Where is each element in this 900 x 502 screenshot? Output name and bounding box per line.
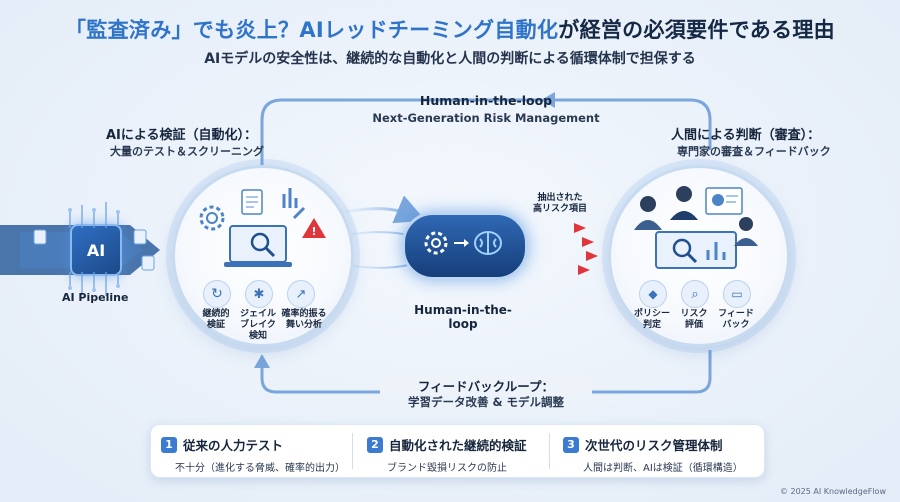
chat-icon: ▭ — [723, 280, 751, 308]
right-panel-title: 人間による判断（審査）： — [671, 128, 821, 143]
summary-number-2: 2 — [367, 436, 383, 453]
magnifier-icon — [672, 238, 692, 258]
ai-verification-illustration: ! — [199, 188, 326, 267]
top-loop-arrowhead — [541, 92, 555, 108]
person-icon — [634, 196, 662, 230]
gear-icon — [424, 231, 448, 255]
center-label: Human-in-the-loop — [414, 303, 512, 331]
brain-icon — [474, 231, 502, 255]
right-label-1: ポリシー判定 — [633, 309, 670, 330]
page-title: 「監査済み」でも炎上？AIレッドチーミング自動化が経営の必須要件である理由 — [0, 14, 900, 44]
summary-desc-3: 人間は判断、AIは検証（循環構造） — [583, 463, 743, 474]
gear-icon — [199, 205, 225, 231]
left-label-3: 確率的振る舞い分析 — [281, 309, 327, 330]
human-judgment-illustration — [634, 186, 758, 269]
pipeline-label: AI Pipeline — [62, 291, 129, 304]
bottom-arc-title: フィードバックループ： — [380, 376, 592, 395]
left-label-2: ジェイルブレイク検知 — [239, 309, 276, 341]
search-icon: ⌕ — [681, 280, 709, 308]
summary-title-3: 次世代のリスク管理体制 — [585, 438, 723, 453]
bar-chart-icon — [282, 188, 298, 208]
bottom-loop-arrowhead — [254, 354, 270, 368]
person-icon — [670, 186, 698, 220]
summary-number-1: 1 — [161, 436, 177, 453]
top-arc-title: Human-in-the-loop — [419, 93, 553, 108]
ai-chip-text: AI — [86, 240, 106, 260]
summary-title-2: 自動化された継続的検証 — [389, 438, 527, 453]
title-highlight-1: 「監査済み」でも炎上？ — [65, 18, 300, 42]
summary-card: 1 従来の人力テスト 不十分（進化する脅威、確率的出力） 2 自動化された継続的… — [150, 424, 765, 478]
bottom-arc-subtitle: 学習データ改善 & モデル調整 — [407, 395, 565, 409]
hitl-capsule — [402, 212, 528, 280]
risk-flow-arrows — [522, 223, 612, 275]
summary-desc-2: ブランド毀損リスクの防止 — [387, 463, 507, 474]
page-subtitle: AIモデルの安全性は、継続的な自動化と人間の判断による循環体制で担保する — [204, 51, 696, 67]
divider — [549, 433, 550, 469]
summary-item-1: 1 従来の人力テスト 不十分（進化する脅威、確率的出力） — [161, 435, 346, 474]
magnifier-icon — [250, 232, 270, 252]
summary-title-1: 従来の人力テスト — [183, 438, 284, 453]
shield-icon: ◆ — [639, 280, 667, 308]
wrench-icon — [292, 206, 306, 220]
left-label-1: 継続的検証 — [202, 309, 230, 330]
ai-chip-icon: AI — [70, 224, 122, 276]
title-rest: が経営の必須要件である理由 — [558, 18, 835, 42]
left-panel-subtitle: 大量のテスト＆スクリーニング — [110, 145, 264, 158]
summary-item-2: 2 自動化された継続的検証 ブランド毀損リスクの防止 — [367, 435, 552, 474]
person-icon — [734, 217, 758, 246]
svg-text:!: ! — [311, 225, 316, 238]
hitl-capsule-icons — [424, 231, 502, 255]
laptop-icon — [229, 225, 287, 263]
warning-icon — [302, 218, 326, 238]
right-label-2: リスク評価 — [680, 309, 708, 330]
divider — [352, 433, 353, 469]
circuit-lines-icon — [33, 202, 155, 296]
copyright: © 2025 AI KnowledgeFlow — [779, 487, 886, 496]
title-highlight-2: AIレッドチーミング自動化 — [299, 18, 559, 42]
summary-item-3: 3 次世代のリスク管理体制 人間は判断、AIは検証（循環構造） — [563, 435, 758, 474]
summary-desc-1: 不十分（進化する脅威、確率的出力） — [175, 463, 345, 474]
right-panel-subtitle: 専門家の審査＆フィードバック — [677, 145, 831, 158]
bar-chart-icon — [706, 242, 726, 260]
summary-number-3: 3 — [563, 436, 579, 453]
bug-icon: ✱ — [245, 280, 273, 308]
left-panel-title: AIによる検証（自動化）： — [106, 128, 258, 143]
right-label-3: フィードバック — [718, 309, 754, 330]
top-arc-subtitle: Next-Generation Risk Management — [372, 111, 600, 125]
trend-icon: ↗ — [287, 280, 315, 308]
refresh-icon: ↻ — [203, 280, 231, 308]
top-loop-line — [260, 98, 712, 182]
extracted-risk-label: 抽出された高リスク項目 — [532, 193, 587, 214]
presentation-icon — [705, 187, 743, 215]
monitor-icon — [655, 231, 737, 269]
